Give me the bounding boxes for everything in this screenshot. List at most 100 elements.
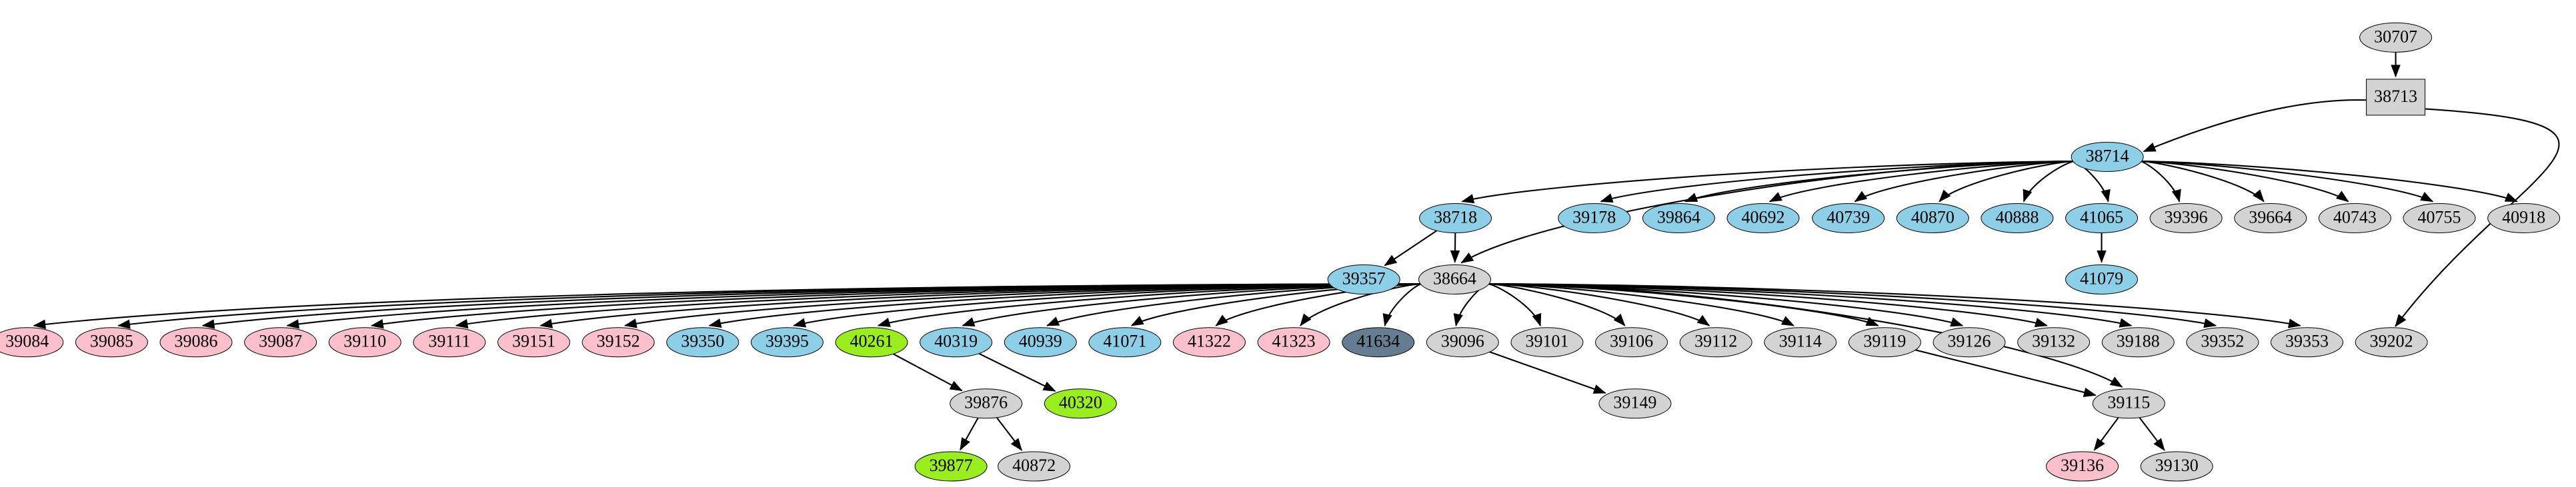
- node-shape[interactable]: [2234, 203, 2307, 233]
- graph-node-40918[interactable]: 40918: [2487, 203, 2561, 233]
- graph-node-39111[interactable]: 39111: [413, 327, 486, 358]
- node-shape[interactable]: [2403, 203, 2476, 233]
- node-shape[interactable]: [2366, 79, 2426, 116]
- graph-node-40870[interactable]: 40870: [1896, 203, 1969, 233]
- node-shape[interactable]: [159, 327, 233, 358]
- graph-node-39132[interactable]: 39132: [2017, 327, 2091, 358]
- node-shape[interactable]: [1981, 203, 2054, 233]
- graph-node-39130[interactable]: 39130: [2140, 451, 2213, 482]
- graph-node-40692[interactable]: 40692: [1726, 203, 1800, 233]
- node-shape[interactable]: [1418, 264, 1492, 294]
- node-shape[interactable]: [914, 451, 988, 482]
- graph-node-39152[interactable]: 39152: [581, 327, 655, 358]
- graph-node-39101[interactable]: 39101: [1510, 327, 1584, 358]
- node-shape[interactable]: [75, 327, 148, 358]
- graph-node-39202[interactable]: 39202: [2355, 327, 2428, 358]
- node-shape[interactable]: [1848, 327, 1921, 358]
- graph-node-39087[interactable]: 39087: [244, 327, 317, 358]
- graph-node-41079[interactable]: 41079: [2065, 264, 2139, 294]
- node-shape[interactable]: [1088, 327, 1162, 358]
- graph-node-39119[interactable]: 39119: [1848, 327, 1921, 358]
- node-shape[interactable]: [1172, 327, 1246, 358]
- graph-node-39114[interactable]: 39114: [1764, 327, 1837, 358]
- node-shape[interactable]: [835, 327, 908, 358]
- node-shape[interactable]: [1896, 203, 1969, 233]
- node-shape[interactable]: [950, 388, 1023, 419]
- graph-node-39136[interactable]: 39136: [2046, 451, 2119, 482]
- node-shape[interactable]: [2359, 22, 2433, 53]
- node-shape[interactable]: [1595, 327, 1668, 358]
- graph-node-40261[interactable]: 40261: [835, 327, 908, 358]
- graph-node-40319[interactable]: 40319: [920, 327, 993, 358]
- graph-node-41071[interactable]: 41071: [1088, 327, 1162, 358]
- graph-node-40739[interactable]: 40739: [1812, 203, 1885, 233]
- graph-node-39357[interactable]: 39357: [1327, 264, 1400, 294]
- node-shape[interactable]: [2065, 203, 2139, 233]
- graph-node-39178[interactable]: 39178: [1558, 203, 1631, 233]
- graph-node-39151[interactable]: 39151: [497, 327, 570, 358]
- graph-node-39664[interactable]: 39664: [2234, 203, 2307, 233]
- node-shape[interactable]: [2046, 451, 2119, 482]
- node-shape[interactable]: [413, 327, 486, 358]
- node-shape[interactable]: [1419, 203, 1492, 233]
- node-shape[interactable]: [1510, 327, 1584, 358]
- node-shape[interactable]: [2140, 451, 2213, 482]
- node-shape[interactable]: [1679, 327, 1752, 358]
- graph-node-40755[interactable]: 40755: [2403, 203, 2476, 233]
- node-shape[interactable]: [1426, 327, 1499, 358]
- node-shape[interactable]: [328, 327, 401, 358]
- node-shape[interactable]: [2065, 264, 2139, 294]
- graph-node-40888[interactable]: 40888: [1981, 203, 2054, 233]
- graph-node-41322[interactable]: 41322: [1172, 327, 1246, 358]
- node-shape[interactable]: [1726, 203, 1800, 233]
- node-shape[interactable]: [666, 327, 740, 358]
- graph-node-39353[interactable]: 39353: [2271, 327, 2344, 358]
- node-shape[interactable]: [2487, 203, 2561, 233]
- node-shape[interactable]: [497, 327, 570, 358]
- node-shape[interactable]: [1642, 203, 1715, 233]
- graph-node-41634[interactable]: 41634: [1342, 327, 1415, 358]
- graph-node-39352[interactable]: 39352: [2186, 327, 2259, 358]
- node-shape[interactable]: [1933, 327, 2006, 358]
- node-shape[interactable]: [2271, 327, 2344, 358]
- node-shape[interactable]: [2186, 327, 2259, 358]
- graph-node-41323[interactable]: 41323: [1257, 327, 1330, 358]
- graph-node-39106[interactable]: 39106: [1595, 327, 1668, 358]
- graph-node-39086[interactable]: 39086: [159, 327, 233, 358]
- node-shape[interactable]: [1764, 327, 1837, 358]
- node-shape[interactable]: [244, 327, 317, 358]
- node-shape[interactable]: [581, 327, 655, 358]
- graph-node-39396[interactable]: 39396: [2149, 203, 2223, 233]
- node-shape[interactable]: [1044, 388, 1117, 419]
- graph-node-39395[interactable]: 39395: [750, 327, 824, 358]
- node-shape[interactable]: [1004, 327, 1077, 358]
- graph-node-38664[interactable]: 38664: [1418, 264, 1492, 294]
- graph-node-39112[interactable]: 39112: [1679, 327, 1752, 358]
- graph-node-40939[interactable]: 40939: [1004, 327, 1077, 358]
- node-shape[interactable]: [2071, 142, 2144, 173]
- graph-node-40872[interactable]: 40872: [998, 451, 1071, 482]
- graph-node-39350[interactable]: 39350: [666, 327, 740, 358]
- node-shape[interactable]: [1812, 203, 1885, 233]
- node-shape[interactable]: [1598, 388, 1672, 419]
- graph-node-38713[interactable]: 38713: [2366, 79, 2426, 116]
- node-shape[interactable]: [0, 327, 64, 358]
- graph-node-40320[interactable]: 40320: [1044, 388, 1117, 419]
- node-shape[interactable]: [2149, 203, 2223, 233]
- graph-node-30707[interactable]: 30707: [2359, 22, 2433, 53]
- graph-node-39864[interactable]: 39864: [1642, 203, 1715, 233]
- node-shape[interactable]: [920, 327, 993, 358]
- graph-node-39188[interactable]: 39188: [2101, 327, 2175, 358]
- node-shape[interactable]: [1558, 203, 1631, 233]
- graph-node-39096[interactable]: 39096: [1426, 327, 1499, 358]
- graph-node-39085[interactable]: 39085: [75, 327, 148, 358]
- graph-node-41065[interactable]: 41065: [2065, 203, 2139, 233]
- node-shape[interactable]: [2101, 327, 2175, 358]
- node-shape[interactable]: [2092, 388, 2165, 419]
- node-shape[interactable]: [1342, 327, 1415, 358]
- graph-node-38718[interactable]: 38718: [1419, 203, 1492, 233]
- node-shape[interactable]: [1257, 327, 1330, 358]
